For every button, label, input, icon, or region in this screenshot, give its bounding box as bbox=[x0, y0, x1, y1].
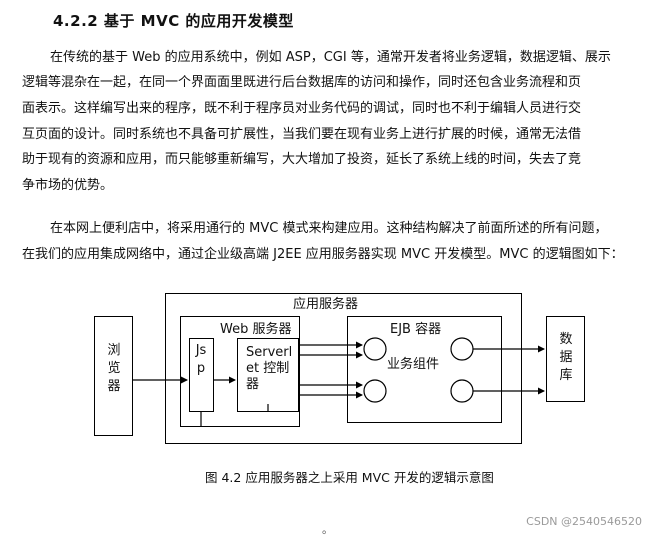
paragraph-1-line-3: 面表示。这样编写出来的程序，既不利于程序员对业务代码的调试，同时也不利于编辑人员… bbox=[22, 101, 582, 116]
component-circle-bottom-right bbox=[450, 379, 474, 403]
servlet-label-line-3: 器 bbox=[246, 377, 260, 392]
web-server-label: Web 服务器 bbox=[220, 322, 292, 337]
paragraph-1-line-5: 助于现有的资源和应用，而只能够重新编写，大大增加了投资，延长了系统上线的时间，失… bbox=[22, 152, 582, 167]
servlet-label-line-1: Serverl bbox=[246, 345, 293, 360]
component-circle-top-left bbox=[363, 337, 387, 361]
paragraph-1-line-4: 互页面的设计。同时系统也不具备可扩展性，当我们要在现有业务上进行扩展的时候，通常… bbox=[22, 127, 582, 142]
figure-caption: 图 4.2 应用服务器之上采用 MVC 开发的逻辑示意图 bbox=[205, 470, 494, 485]
business-component-label: 业务组件 bbox=[387, 357, 440, 372]
jsp-label: Jsp bbox=[195, 343, 207, 376]
database-label: 数据库 bbox=[559, 332, 573, 383]
paragraph-2-line-2: 在我们的应用集成网络中，通过企业级高端 J2EE 应用服务器实现 MVC 开发模… bbox=[22, 247, 624, 262]
jsp-box bbox=[189, 338, 214, 412]
paragraph-1-line-2: 逻辑等混杂在一起，在同一个界面面里既进行后台数据库的访问和操作，同时还包含业务流… bbox=[22, 75, 582, 90]
component-circle-top-right bbox=[450, 337, 474, 361]
browser-box bbox=[94, 316, 133, 436]
database-box bbox=[546, 316, 585, 402]
browser-label: 浏览器 bbox=[107, 343, 121, 394]
servlet-label-line-2: et 控制 bbox=[246, 361, 290, 376]
footer-period: 。 bbox=[322, 523, 333, 536]
ejb-container-box bbox=[347, 316, 502, 423]
paragraph-1-line-6: 争市场的优势。 bbox=[22, 178, 114, 193]
component-circle-bottom-left bbox=[363, 379, 387, 403]
paragraph-2-line-1: 在本网上便利店中，将采用通行的 MVC 模式来构建应用。这种结构解决了前面所述的… bbox=[50, 221, 608, 236]
app-server-box bbox=[165, 293, 522, 444]
ejb-container-label: EJB 容器 bbox=[390, 322, 442, 337]
app-server-label: 应用服务器 bbox=[293, 297, 359, 312]
section-heading: 4.2.2 基于 MVC 的应用开发模型 bbox=[53, 12, 294, 30]
web-server-box bbox=[180, 316, 300, 427]
csdn-watermark: CSDN @2540546520 bbox=[526, 515, 642, 528]
paragraph-1-line-1: 在传统的基于 Web 的应用系统中，例如 ASP，CGI 等，通常开发者将业务逻… bbox=[50, 50, 611, 65]
